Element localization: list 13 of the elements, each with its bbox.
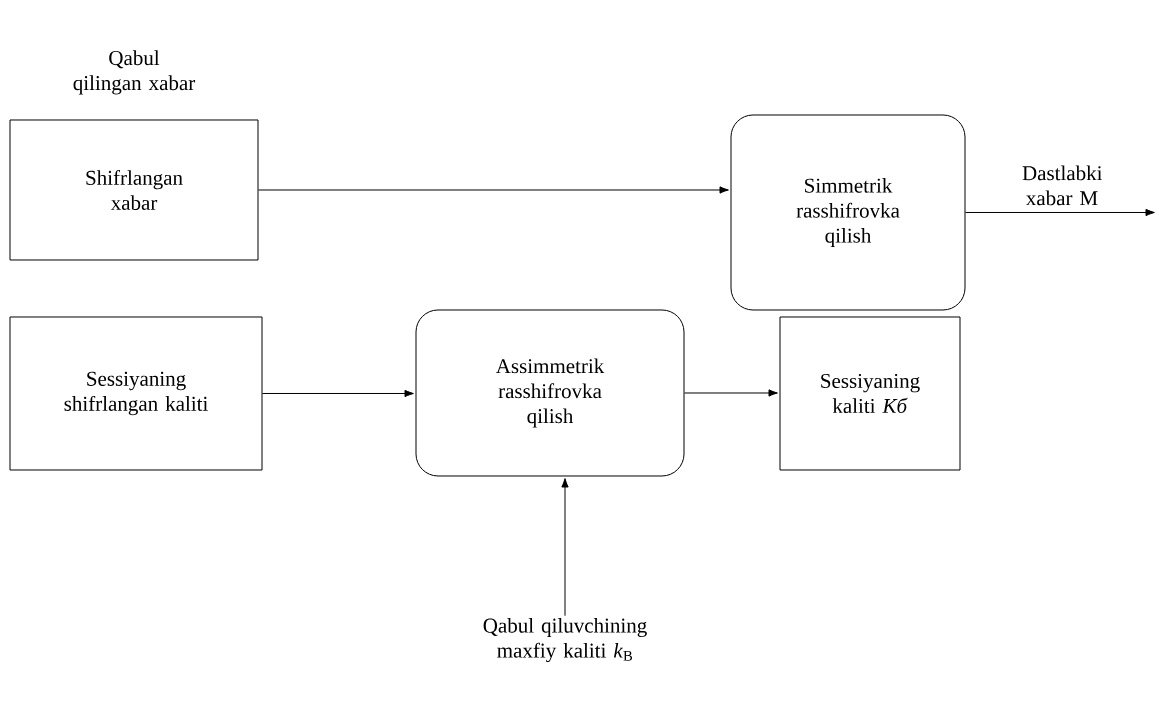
process-box: Assimmetrik rasshifrovka qilish: [415, 309, 685, 477]
arrow: [684, 389, 778, 397]
key-box: Sessiyaning kaliti Kб: [779, 316, 961, 471]
node-heading: Qabul qilingan xabar: [73, 50, 196, 95]
process-box: Simmetrik rasshifrovka qilish: [730, 114, 966, 311]
key-text: Qabul qiluvchining maxfiy kaliti k$_{B}$: [483, 617, 647, 663]
edge-label: Dastlabki xabar M: [1021, 164, 1103, 207]
arrow: [965, 208, 1155, 217]
arrow: [561, 478, 569, 617]
arrow: [262, 389, 414, 398]
arrow: [258, 186, 729, 194]
message-box: Qabul qilingan xabar Shifrlangan xabar: [9, 50, 259, 261]
key-box: Sessiyaning shifrlangan kaliti: [9, 316, 263, 471]
